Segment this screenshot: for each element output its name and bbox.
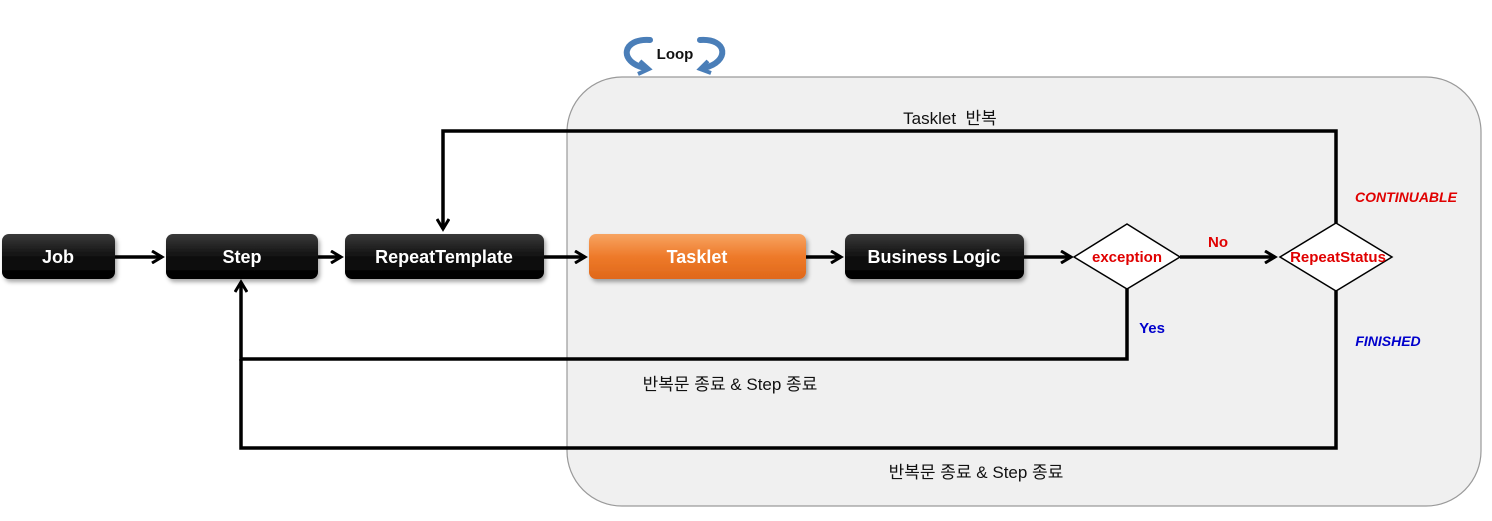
node-repeattemplate-label: RepeatTemplate xyxy=(375,247,513,267)
flow-label-tasklet-repeat: Tasklet 반복 xyxy=(903,109,997,128)
branch-no-label: No xyxy=(1208,234,1228,251)
node-job-label: Job xyxy=(42,247,74,267)
flow-label-exit-finished: 반복문 종료 & Step 종료 xyxy=(889,463,1064,482)
node-repeattemplate: RepeatTemplate xyxy=(345,234,544,279)
node-step: Step xyxy=(166,234,318,279)
arrow-continuable-loop-back xyxy=(443,129,1338,229)
node-tasklet-label: Tasklet xyxy=(667,247,728,267)
loop-region xyxy=(566,76,1482,507)
node-business-logic-label: Business Logic xyxy=(867,247,1000,267)
connectors xyxy=(115,129,1338,450)
decision-exception-label: exception xyxy=(1092,249,1162,266)
branch-yes-label: Yes xyxy=(1139,320,1165,337)
loop-label: Loop xyxy=(657,46,694,63)
node-job: Job xyxy=(2,234,115,279)
arrow-finished-to-step xyxy=(239,291,1338,450)
node-business-logic: Business Logic xyxy=(845,234,1024,279)
decision-repeatstatus: RepeatStatus xyxy=(1278,222,1394,292)
decision-exception: exception xyxy=(1072,223,1182,290)
status-finished: FINISHED xyxy=(1355,333,1420,349)
node-step-label: Step xyxy=(222,247,261,267)
flow-label-exit-exception: 반복문 종료 & Step 종료 xyxy=(643,375,818,394)
loop-icon xyxy=(623,36,726,76)
node-tasklet: Tasklet xyxy=(589,234,806,279)
arrow-exception-yes-to-step xyxy=(241,282,1129,361)
status-continuable: CONTINUABLE xyxy=(1355,189,1458,205)
decision-repeatstatus-label: RepeatStatus xyxy=(1290,249,1386,266)
